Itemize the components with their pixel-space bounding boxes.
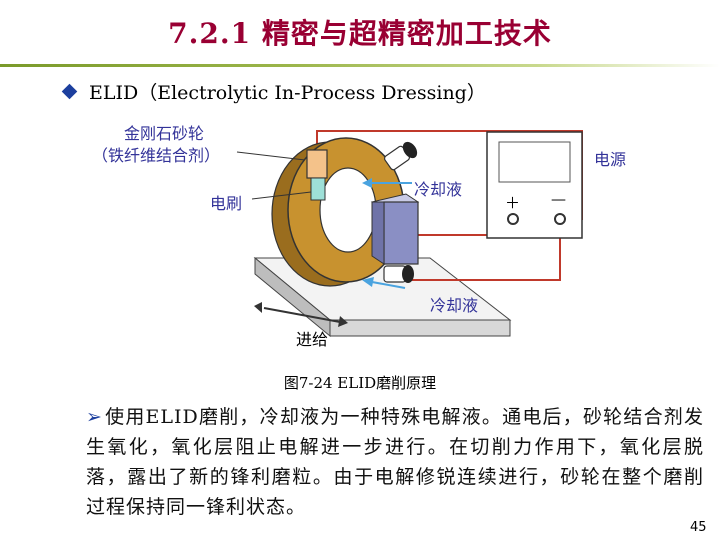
label-coolant-bottom: 冷却液 <box>430 296 479 315</box>
arrow-right-icon: ➢ <box>86 406 103 428</box>
description-paragraph: ➢使用ELID磨削，冷却液为一种特殊电解液。通电后，砂轮结合剂发生氧化，氧化层阻… <box>86 402 704 522</box>
electrode-block <box>383 201 419 265</box>
bullet-text: ELID（Electrolytic In-Process Dressing） <box>89 82 486 104</box>
leader-wheel <box>236 151 306 161</box>
label-power: 电源 <box>594 150 627 169</box>
figure-caption: 图7-24 ELID磨削原理 <box>283 374 437 392</box>
label-plus: ＋ <box>505 194 521 212</box>
paragraph-text: 使用ELID磨削，冷却液为一种特殊电解液。通电后，砂轮结合剂发生氧化，氧化层阻止… <box>86 406 704 518</box>
brush-block <box>306 149 328 179</box>
label-wheel-bond: （铁纤维结合剂） <box>92 146 221 165</box>
label-coolant-top: 冷却液 <box>414 180 463 199</box>
minus-terminal-icon <box>554 213 566 225</box>
power-supply-display <box>498 141 571 183</box>
page-number: 45 <box>690 520 707 535</box>
coolant-arrow-bottom-icon <box>371 281 406 289</box>
bullet-item: ELID（Electrolytic In-Process Dressing） <box>61 78 486 105</box>
electrode-side <box>371 201 385 265</box>
label-brush: 电刷 <box>210 194 243 213</box>
page-title: 7.2.1 精密与超精密加工技术 <box>168 17 552 50</box>
base-plate-front <box>329 319 511 337</box>
label-wheel-name: 金刚石砂轮 <box>124 124 205 143</box>
leader-brush <box>251 191 312 200</box>
title-divider <box>0 64 720 67</box>
wire-workpiece-to-minus <box>400 220 561 281</box>
nozzle-bottom-icon <box>383 265 414 283</box>
feed-arrow-icon <box>263 307 341 323</box>
nozzle-top-icon <box>383 141 418 171</box>
plus-terminal-icon <box>507 213 519 225</box>
label-feed: 进给 <box>296 330 329 349</box>
brush-contact <box>310 177 326 201</box>
label-minus: — <box>551 190 566 208</box>
